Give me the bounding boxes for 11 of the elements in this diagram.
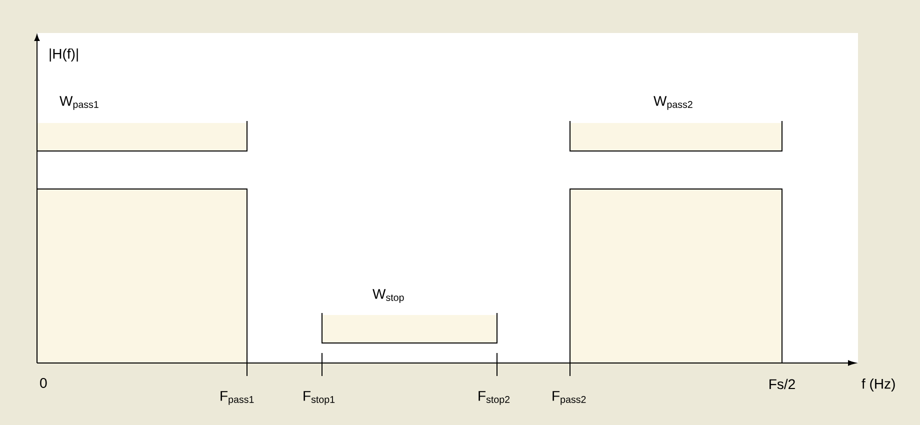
tick-label: Fs/2	[770, 378, 795, 390]
axis-label: |H(f)|	[50, 48, 78, 62]
tick-label: F$_{pass1}$	[220, 391, 254, 405]
tick-label: F$_{pass2}$	[552, 391, 586, 405]
band-label: W$_{pass2}$	[654, 96, 692, 110]
axis-label: f (Hz)	[862, 378, 895, 392]
band-label: W$_{stop}$	[372, 289, 404, 303]
band-label: W$_{pass1}$	[60, 96, 98, 110]
tick-label: 0	[40, 378, 47, 388]
tick-label: F$_{stop1}$	[304, 391, 335, 405]
tick-label: F$_{stop2}$	[478, 391, 510, 405]
